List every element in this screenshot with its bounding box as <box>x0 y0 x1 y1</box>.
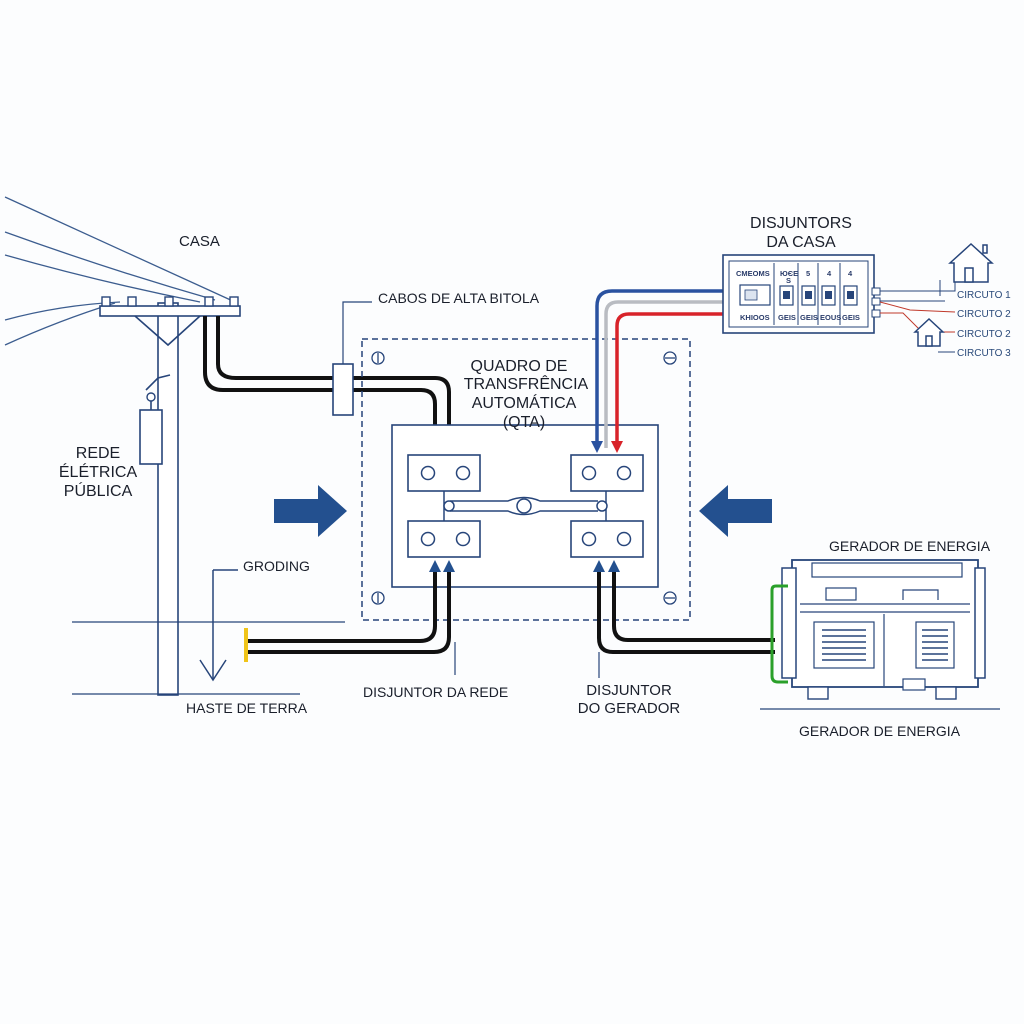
haste-label: HASTE DE TERRA <box>186 700 308 716</box>
qta-label-3: AUTOMÁTICA <box>472 393 577 412</box>
disjuntor-rede-label: DISJUNTOR DA REDE <box>363 684 508 700</box>
rede-label-3: PÚBLICA <box>64 481 133 500</box>
cable-clamp <box>332 363 354 416</box>
casa-label: CASA <box>179 233 220 250</box>
disjuntor-gerador-label-2: DO GERADOR <box>578 700 681 717</box>
overhead-power-lines <box>4 196 236 346</box>
panel-bottom-0: KHIOOS <box>740 313 770 322</box>
panel-top-sub: S <box>786 276 791 285</box>
qta-label-2: TRANSFRÊNCIA <box>464 374 589 393</box>
panel-top-0: CMEOMS <box>736 269 770 278</box>
panel-top-2: 5 <box>806 269 810 278</box>
qta-terminals <box>420 465 632 547</box>
qta-label-4: (QTA) <box>503 414 545 431</box>
grounding-label: GRODING <box>243 558 310 574</box>
disjuntor-gerador-label-1: DISJUNTOR <box>586 682 672 699</box>
flow-arrow-icon <box>699 485 772 537</box>
screw-icon <box>371 351 677 605</box>
mechanical-interlock <box>443 491 608 521</box>
pole-icon <box>99 296 241 696</box>
load-cable-grey <box>604 300 732 448</box>
generator-icon <box>760 559 1000 710</box>
load-cable-blue <box>595 289 732 448</box>
house-icon <box>948 242 994 283</box>
gerador-bottom-label: GERADOR DE ENERGIA <box>799 723 961 739</box>
qta-enclosure <box>361 338 691 621</box>
load-cable-red <box>615 312 732 448</box>
panel-bottom-3: EOUS <box>820 313 841 322</box>
panel-top-3: 4 <box>827 269 832 278</box>
panel-bottom-2: GEIS <box>800 313 818 322</box>
generator-ground-wire <box>770 584 788 684</box>
panel-top-4: 4 <box>848 269 853 278</box>
circuit-label-4: CIRCUTO 3 <box>957 348 1011 359</box>
circuit-label-1: CIRCUTO 1 <box>957 290 1011 301</box>
circuit-label-3: CIRCUTO 2 <box>957 329 1011 340</box>
rede-label-2: ÉLÉTRICA <box>59 462 138 481</box>
cabos-leader <box>342 301 372 364</box>
grounding-cables <box>247 566 451 654</box>
rede-label-1: REDE <box>76 445 120 462</box>
flow-arrow-icon <box>274 485 347 537</box>
ground-rod-icon <box>199 569 238 682</box>
ground-clamp <box>244 628 248 662</box>
disjuntores-label-2: DA CASA <box>766 234 836 251</box>
house-icon <box>913 317 945 347</box>
gerador-top-label: GERADOR DE ENERGIA <box>829 538 991 554</box>
disjuntores-label-1: DISJUNTORS <box>750 215 852 232</box>
cabos-label: CABOS DE ALTA BITOLA <box>378 290 540 306</box>
panel-top-1: ЮЄЕ <box>780 269 798 278</box>
circuit-label-2: CIRCUTO 2 <box>957 309 1011 320</box>
panel-bottom-4: GEIS <box>842 313 860 322</box>
generator-cables <box>597 566 775 654</box>
panel-bottom-1: GEIS <box>778 313 796 322</box>
qta-label-1: QUADRO DE <box>471 358 568 375</box>
transformer-icon <box>139 374 171 465</box>
breaker-panel-icon <box>722 254 881 334</box>
